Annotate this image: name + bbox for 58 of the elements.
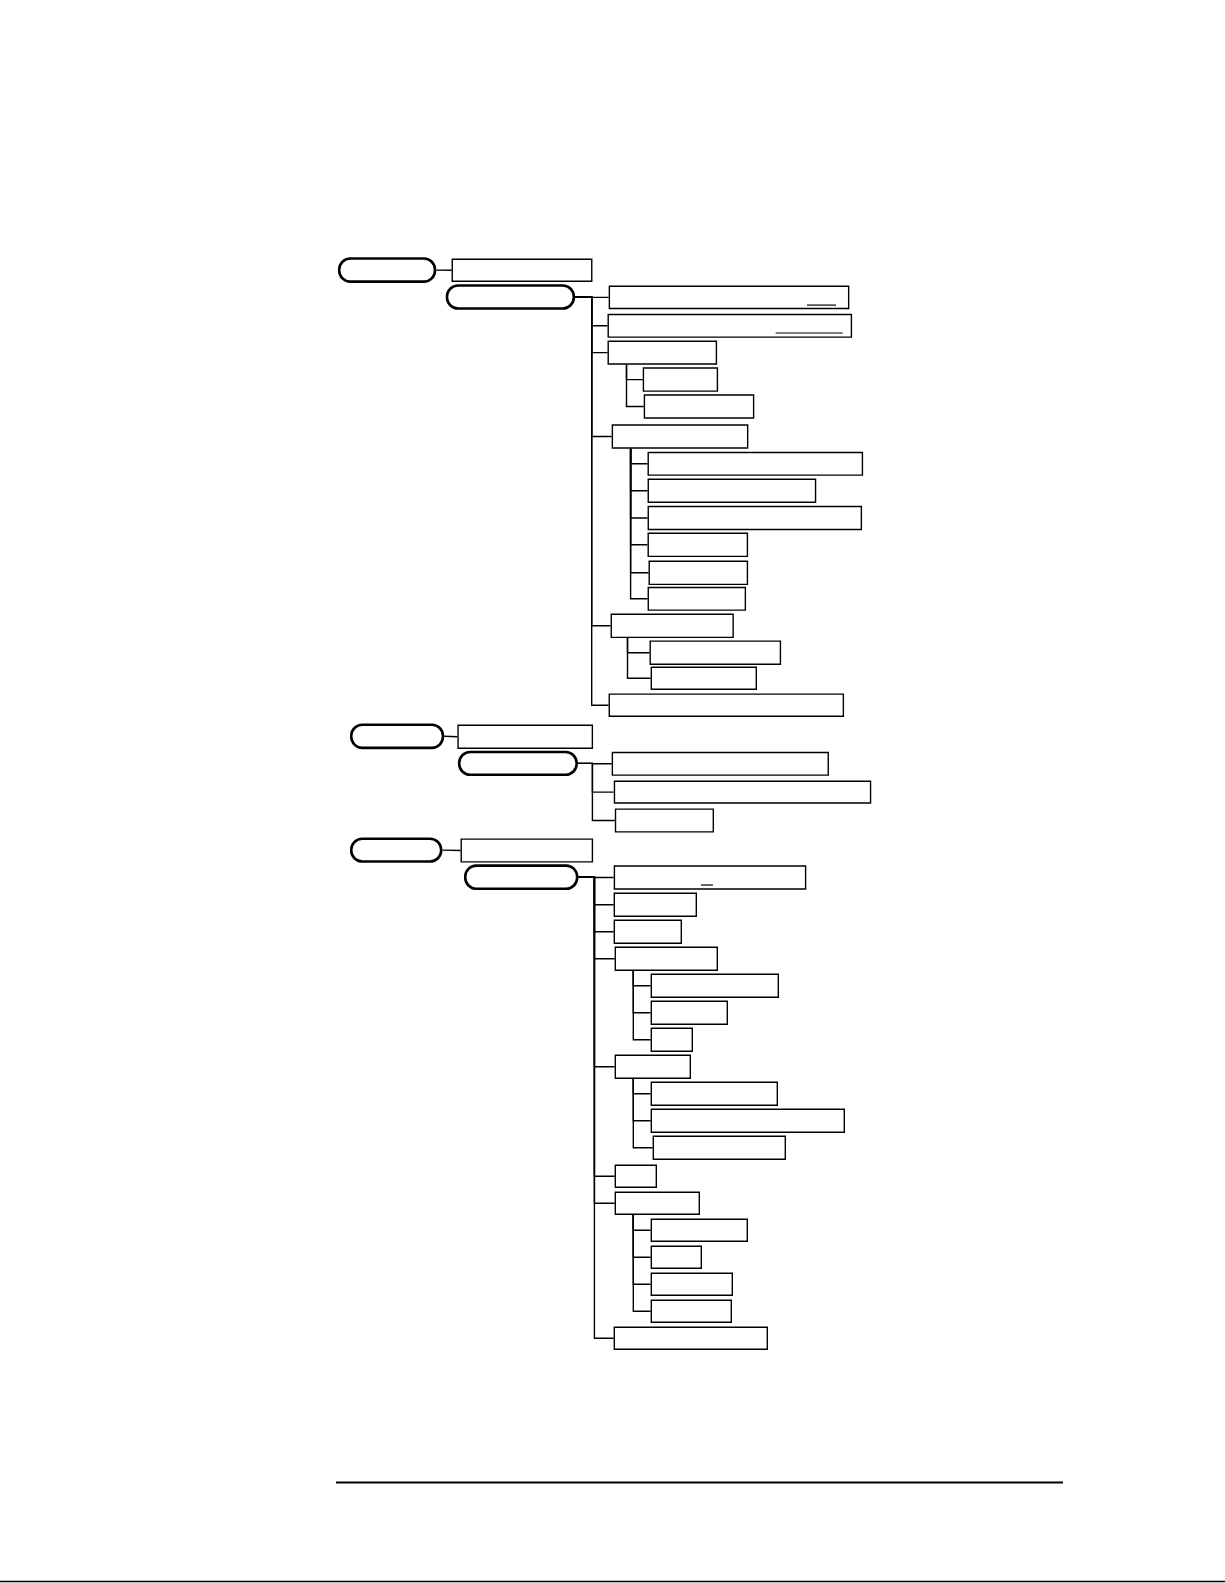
connector xyxy=(577,876,615,1339)
tree-box xyxy=(614,946,718,971)
tree-box xyxy=(650,1218,748,1242)
tree-box xyxy=(650,1000,728,1025)
tree-box xyxy=(643,394,755,419)
tree-box xyxy=(613,892,697,917)
rounded-node xyxy=(463,864,579,891)
tree-box xyxy=(650,1027,693,1052)
tree-box xyxy=(613,919,682,944)
tree-box xyxy=(613,780,872,804)
tree-box xyxy=(614,1054,691,1079)
tree-box xyxy=(647,586,747,611)
rounded-node xyxy=(337,257,437,283)
connector xyxy=(625,363,645,408)
tree-box xyxy=(611,424,749,449)
tree-box xyxy=(650,1108,845,1133)
tree-box xyxy=(614,1191,700,1215)
connector xyxy=(632,1078,654,1149)
tree-box xyxy=(642,367,719,392)
rounded-node xyxy=(457,750,578,777)
connector xyxy=(441,849,462,852)
tree-box xyxy=(647,505,863,531)
tree-box xyxy=(460,838,594,863)
rounded-node xyxy=(349,723,445,750)
rounded-node xyxy=(349,837,443,863)
connector xyxy=(629,448,649,600)
connector xyxy=(632,970,652,1041)
connector xyxy=(435,269,453,271)
tree-box xyxy=(650,1272,733,1296)
tree-box xyxy=(652,1135,786,1160)
tree-box xyxy=(608,693,845,717)
tree-box xyxy=(650,666,757,690)
connector xyxy=(574,296,610,706)
connector xyxy=(443,735,459,738)
tree-box xyxy=(647,478,817,503)
tree-box xyxy=(613,1326,768,1350)
connector xyxy=(577,762,616,822)
tree-box xyxy=(611,751,829,776)
tree-box xyxy=(650,973,779,998)
tree-box xyxy=(649,640,782,665)
tree-box xyxy=(610,613,734,639)
tree-box xyxy=(607,340,718,365)
tree-box xyxy=(613,865,807,890)
tree-box xyxy=(451,258,593,282)
tree-box xyxy=(647,451,864,476)
tree-box xyxy=(457,724,594,749)
tree-box xyxy=(650,1245,702,1269)
tree-box xyxy=(650,1299,732,1323)
tree-box xyxy=(648,560,749,586)
tree-box xyxy=(608,285,850,310)
tree-box xyxy=(614,808,714,833)
tree-box xyxy=(647,532,749,558)
connector xyxy=(626,637,652,679)
rounded-node xyxy=(445,284,576,310)
tree-box xyxy=(614,1164,657,1188)
tree-box xyxy=(650,1081,778,1106)
tree-box xyxy=(607,313,853,338)
connector xyxy=(632,1214,652,1312)
